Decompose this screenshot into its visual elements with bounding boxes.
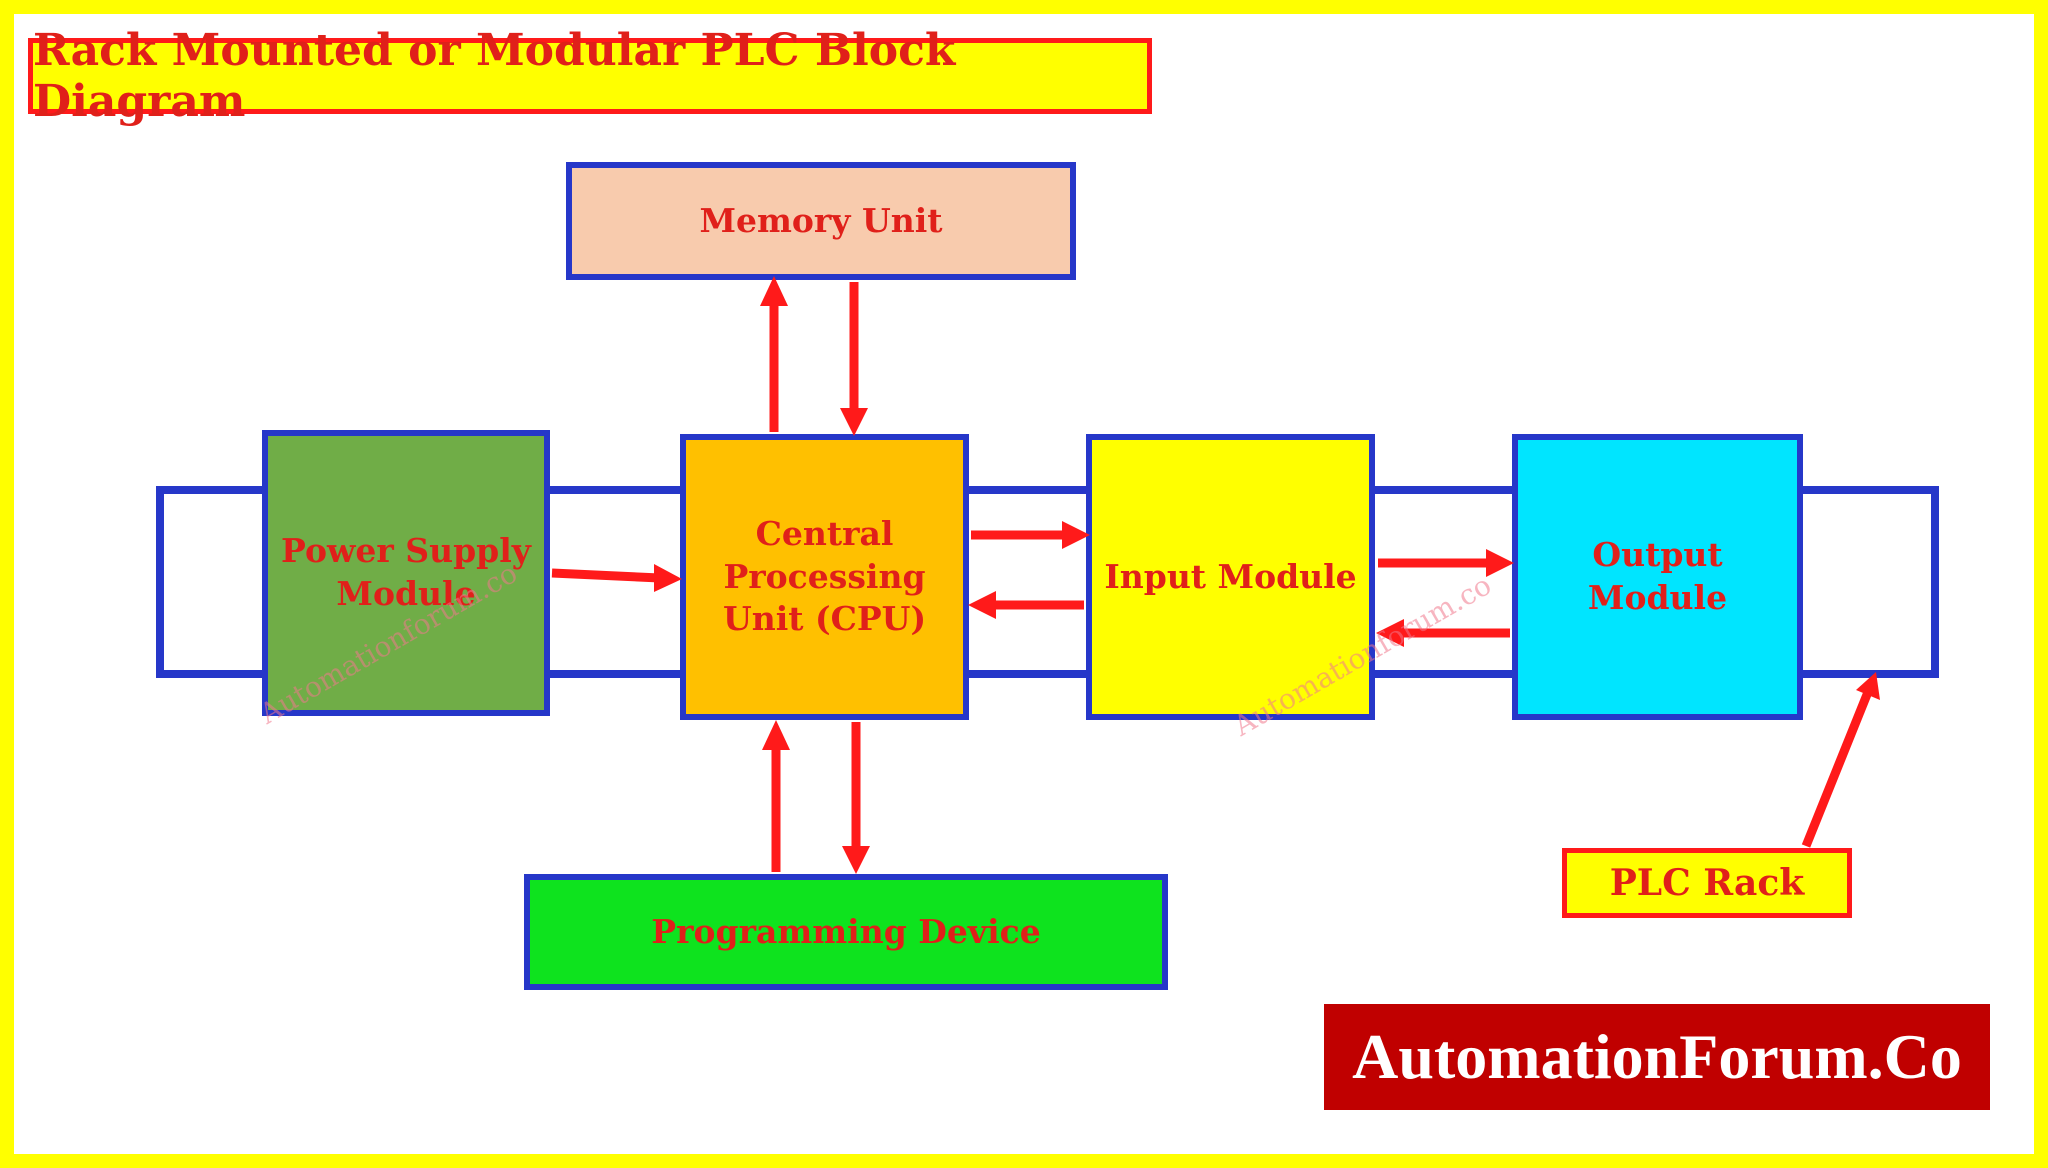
logo-text: AutomationForum.Co <box>1352 1021 1962 1092</box>
programming-device-block: Programming Device <box>524 874 1168 990</box>
power-supply-module-block: Power Supply Module <box>262 430 550 716</box>
diagram-title: Rack Mounted or Modular PLC Block Diagra… <box>28 25 1152 127</box>
memory-unit-block: Memory Unit <box>566 162 1076 280</box>
arrowhead-memory-to-cpu <box>840 408 868 436</box>
output-module-label-line2: Module <box>1587 578 1728 617</box>
power-supply-label-line2: Module <box>336 574 476 613</box>
input-module-block: Input Module <box>1086 434 1375 720</box>
arrowhead-input-to-cpu <box>968 591 996 619</box>
output-module-block: Output Module <box>1512 434 1803 720</box>
arrowhead-cpu-to-programming <box>842 846 870 874</box>
arrowhead-programming-to-cpu <box>762 720 790 750</box>
cpu-block: Central Processing Unit (CPU) <box>680 434 969 720</box>
memory-unit-label: Memory Unit <box>699 200 943 240</box>
arrowhead-power-to-cpu <box>654 564 682 592</box>
arrow-rack-label-to-rack <box>1801 690 1873 848</box>
arrowhead-cpu-to-input <box>1062 521 1090 549</box>
output-module-label-line1: Output <box>1592 535 1723 575</box>
programming-device-label: Programming Device <box>651 911 1041 951</box>
plc-rack-label-text: PLC Rack <box>1609 862 1805 904</box>
input-module-label: Input Module <box>1104 556 1357 596</box>
arrowhead-cpu-to-memory <box>760 276 788 306</box>
plc-rack-label: PLC Rack <box>1562 848 1852 918</box>
arrow-power-to-cpu <box>551 568 661 583</box>
arrowhead-input-to-output <box>1486 549 1514 577</box>
arrowhead-rack-label-to-rack <box>1856 672 1880 700</box>
cpu-label-line1: Central <box>755 513 894 553</box>
diagram-title-text: Rack Mounted or Modular PLC Block Diagra… <box>33 25 956 127</box>
automationforum-logo: AutomationForum.Co <box>1324 1004 1990 1110</box>
power-supply-label-line1: Power Supply <box>281 531 531 571</box>
arrowhead-output-to-input <box>1376 619 1404 647</box>
cpu-label-line2: Processing <box>723 556 926 596</box>
cpu-label-line3: Unit (CPU) <box>722 599 927 639</box>
